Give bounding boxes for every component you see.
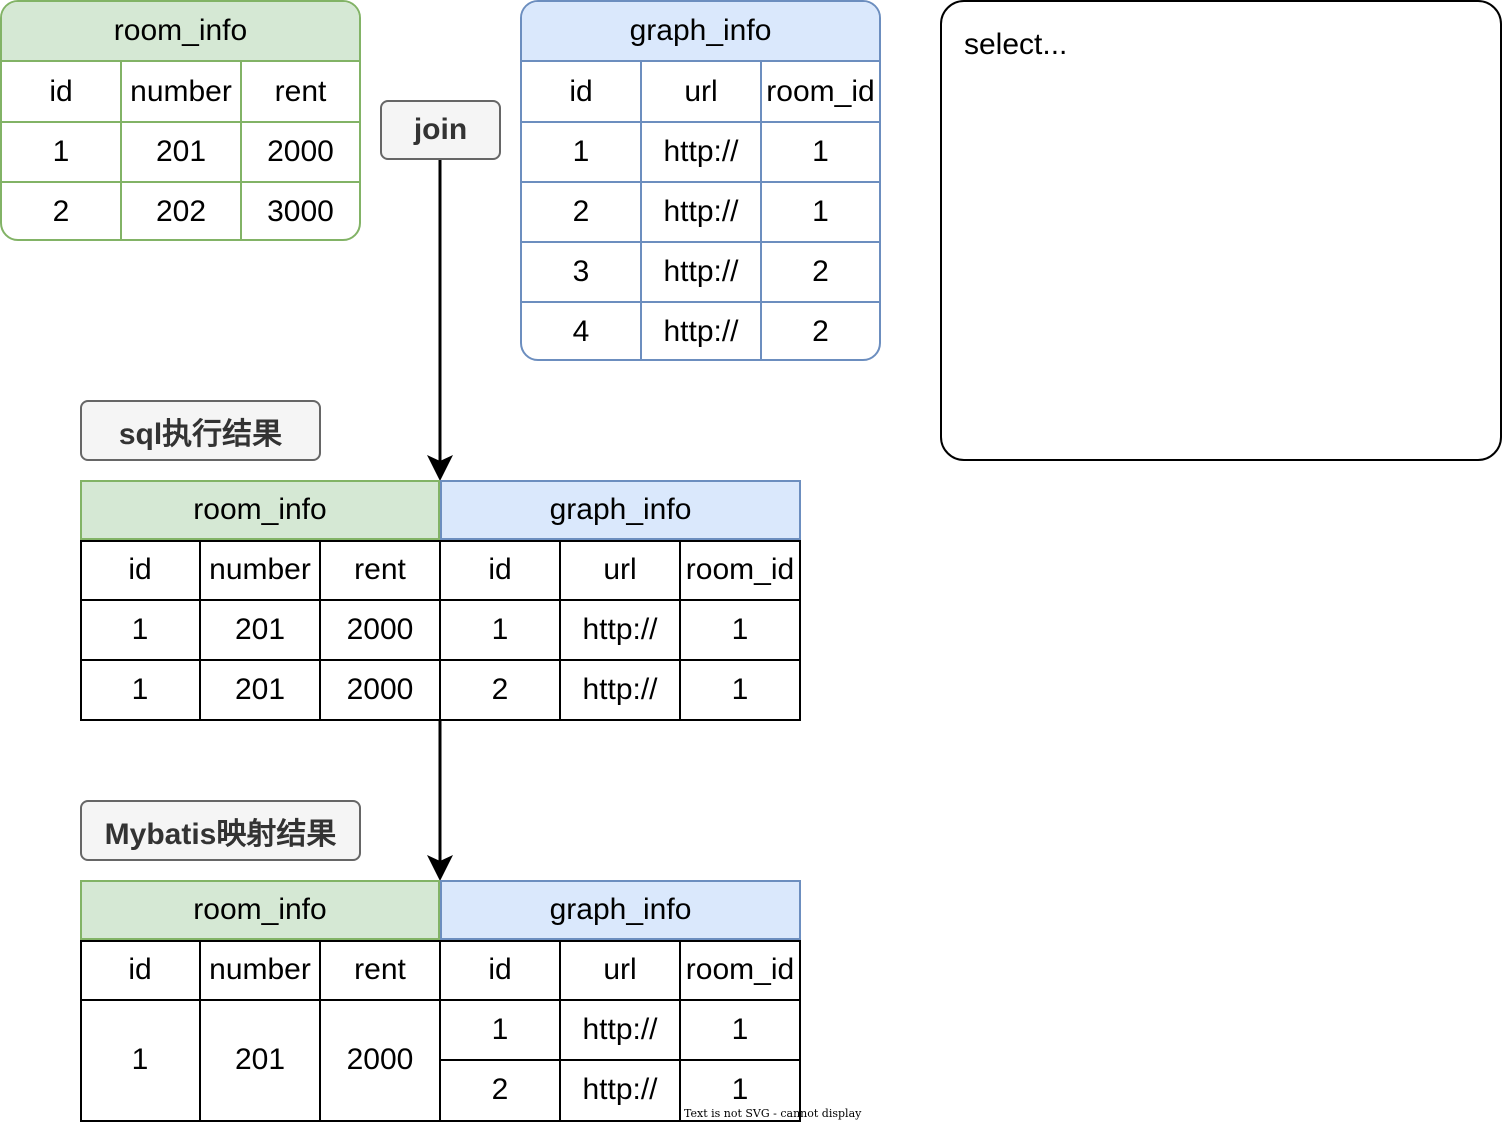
column-header: id [128,553,152,586]
column-header: rent [274,74,327,108]
mapping-arrow-head [427,855,453,881]
sql-result-graph-info-title: graph_info [440,480,801,540]
column-header: id [128,953,152,986]
table-cell: 3 [572,255,590,288]
join-arrow-head [427,455,453,481]
table-cell: 202 [155,195,207,228]
column-header: rent [354,553,406,586]
table-cell: 2000 [346,613,414,646]
table-cell: 1 [52,135,70,168]
table-cell: http:// [663,195,739,228]
table-cell: 1 [731,1013,749,1046]
column-header: number [130,74,232,108]
room-info-table: room_info id number rent 1 201 2000 2 20… [0,0,361,241]
column-header: id [49,74,73,108]
table-cell: 3000 [267,195,334,228]
table-cell: 2000 [267,135,334,168]
table-cell: 1 [131,673,149,706]
sql-query-note: select... [940,0,1502,461]
merged-cell: 201 [234,1043,286,1076]
table-cell: http:// [582,613,658,646]
svg-warning-text: Text is not SVG - cannot display [684,1107,862,1120]
table-cell: 2000 [346,673,414,706]
table-cell: 2 [491,1073,509,1106]
column-header: url [603,553,637,586]
column-header: id [569,74,593,108]
mybatis-result-graph-info-title: graph_info [440,880,801,940]
table-cell: 1 [731,673,749,706]
mybatis-result-table: room_info graph_info id number rent id u… [80,880,801,1122]
join-label: join [380,100,501,160]
column-header: room_id [685,953,795,986]
table-cell: 201 [234,613,286,646]
sql-result-label: sql执行结果 [80,400,321,461]
table-cell: http:// [663,315,739,348]
table-cell: 4 [572,315,590,348]
table-cell: http:// [582,1073,658,1106]
graph-info-title: graph_info [522,2,879,60]
column-header: id [488,553,512,586]
column-header: rent [354,953,406,986]
table-cell: 1 [491,613,509,646]
merged-cell: 1 [131,1043,149,1076]
table-cell: 2 [491,673,509,706]
table-cell: 1 [812,195,829,228]
graph-info-table: graph_info id url room_id 1 http:// 1 2 … [520,0,881,361]
table-cell: 2 [812,315,829,348]
column-header: number [209,553,311,586]
column-header: id [488,953,512,986]
table-cell: http:// [663,255,739,288]
column-header: number [209,953,311,986]
table-cell: http:// [582,1013,658,1046]
table-cell: 201 [155,135,207,168]
sql-query-text: select... [964,28,1068,61]
column-header: room_id [685,553,795,586]
table-cell: http:// [582,673,658,706]
column-header: url [603,953,637,986]
table-cell: 1 [572,135,590,168]
table-cell: 2 [812,255,829,288]
table-cell: http:// [663,135,739,168]
table-cell: 201 [234,673,286,706]
table-cell: 1 [491,1013,509,1046]
mybatis-result-room-info-title: room_info [80,880,440,940]
table-cell: 1 [131,613,149,646]
column-header: room_id [766,74,875,108]
mybatis-result-label: Mybatis映射结果 [80,800,361,861]
table-cell: 1 [731,1073,749,1106]
table-cell: 1 [731,613,749,646]
column-header: url [684,74,718,108]
merged-cell: 2000 [346,1043,414,1076]
table-cell: 1 [812,135,829,168]
table-cell: 2 [572,195,590,228]
sql-result-table: room_info graph_info id number rent id u… [80,480,801,721]
table-cell: 2 [52,195,70,228]
room-info-title: room_info [2,2,359,60]
sql-result-room-info-title: room_info [80,480,440,540]
